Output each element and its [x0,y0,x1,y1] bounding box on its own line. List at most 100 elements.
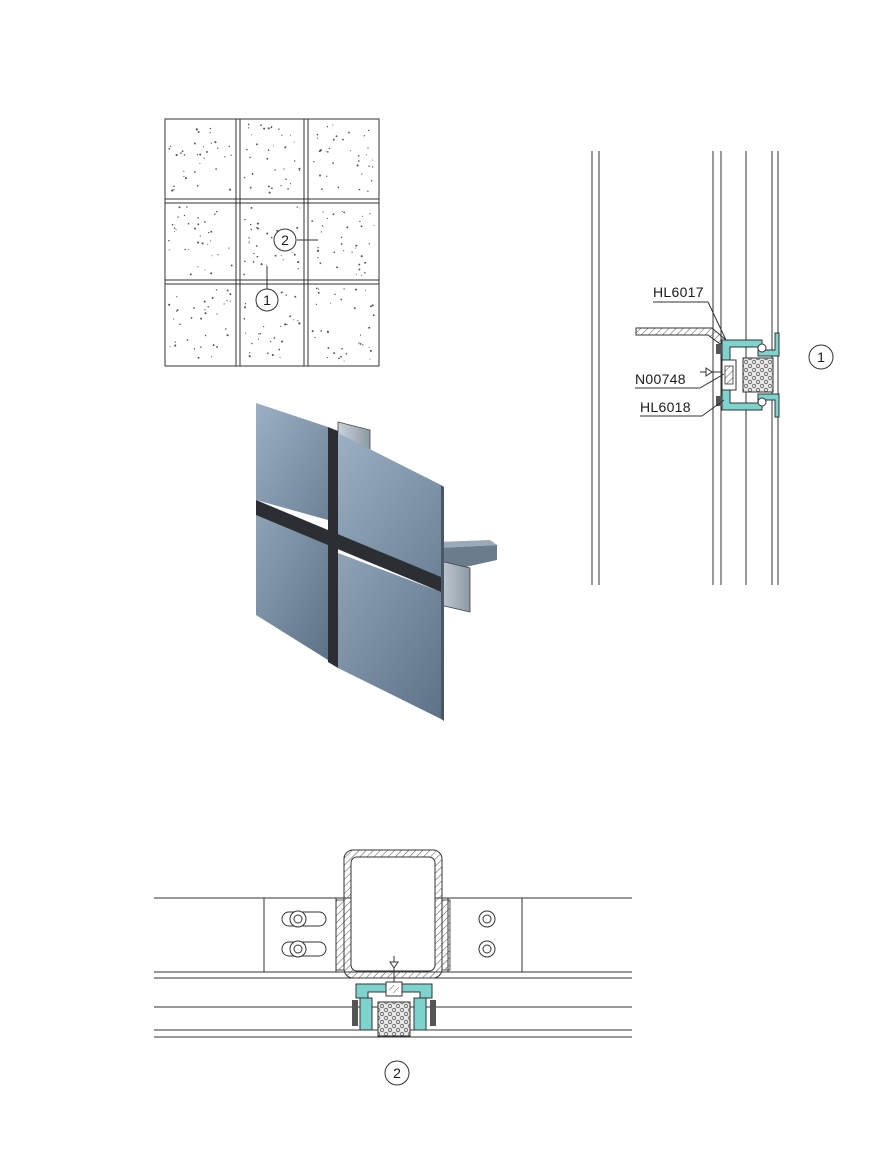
speckle [336,266,338,269]
speckle [262,325,265,328]
speckle [253,252,255,255]
speckle [332,162,334,164]
speckle [194,227,196,230]
speckle [266,232,269,235]
speckle [322,211,324,213]
speckle [360,225,363,228]
speckle [345,353,348,355]
speckle [223,303,225,305]
speckle [244,303,247,305]
horizontal-section [154,897,632,1038]
speckle [313,161,315,163]
speckle [370,305,372,308]
speckle [210,356,213,358]
speckle [255,143,258,146]
speckle [357,154,360,157]
speckle [243,176,246,179]
vertical-joint-detail [635,327,780,418]
speckle [197,131,200,133]
speckle [359,220,361,223]
speckle [343,211,346,214]
speckle [274,254,277,257]
speckle [260,124,262,126]
speckle [244,218,246,221]
speckle [174,230,176,232]
speckle [317,247,319,249]
speckle [251,172,254,175]
speckle [318,288,320,290]
speckle [168,249,170,251]
speckle [251,134,253,136]
speckle [280,255,282,257]
speckle [252,261,255,263]
speckle [369,358,371,360]
speckle [317,257,319,259]
speckle [330,302,332,304]
speckle [249,186,252,189]
speckle [293,253,296,256]
speckle [267,127,270,130]
speckle [206,150,208,153]
speckle [197,217,199,219]
speckle [286,323,288,326]
speckle [341,347,343,350]
speckle [196,184,199,187]
speckle [174,344,177,347]
speckle [228,188,232,191]
speckle [334,293,336,296]
speckle [340,298,343,301]
speckle [207,306,209,308]
speckle [196,241,200,244]
bolts-right [478,910,496,958]
speckle [211,255,213,257]
speckle [321,188,323,191]
speckle [363,135,366,137]
speckle [321,225,324,227]
speckle [285,294,287,296]
speckle [183,214,186,217]
speckle [246,148,248,151]
speckle [367,147,369,149]
speckle [360,255,363,258]
speckle [203,300,206,303]
speckle [296,206,298,208]
speckle [340,236,343,239]
speckle [356,274,357,276]
speckle [247,127,250,129]
speckle [214,213,216,215]
speckle [184,248,186,251]
speckle [183,154,186,156]
speckle [361,274,363,276]
speckle [186,206,188,208]
speckle [281,340,284,343]
speckle [175,153,178,157]
label-hl6017-text: HL6017 [653,284,704,300]
speckle [229,300,231,302]
speckle [215,289,218,291]
speckle [195,128,198,131]
speckle [319,262,322,265]
speckle [249,352,251,354]
speckle [364,261,367,264]
speckle [359,334,362,336]
speckle [216,313,218,315]
speckle [189,273,192,276]
speckle [355,244,358,247]
speckle [216,147,219,150]
speckle [296,226,299,229]
speckle [285,178,287,181]
speckle [362,344,364,346]
speckle [168,303,171,306]
horizontal-section-marker-text: 2 [393,1065,401,1081]
speckle [187,222,190,225]
speckle [270,126,273,129]
speckle [270,236,273,239]
speckle [371,159,373,161]
speckle [311,220,314,222]
speckle [265,264,267,266]
speckle [320,330,323,332]
bolt-slots-left [281,910,327,958]
speckle [257,338,260,340]
speckle [199,162,201,164]
speckle [263,127,266,130]
